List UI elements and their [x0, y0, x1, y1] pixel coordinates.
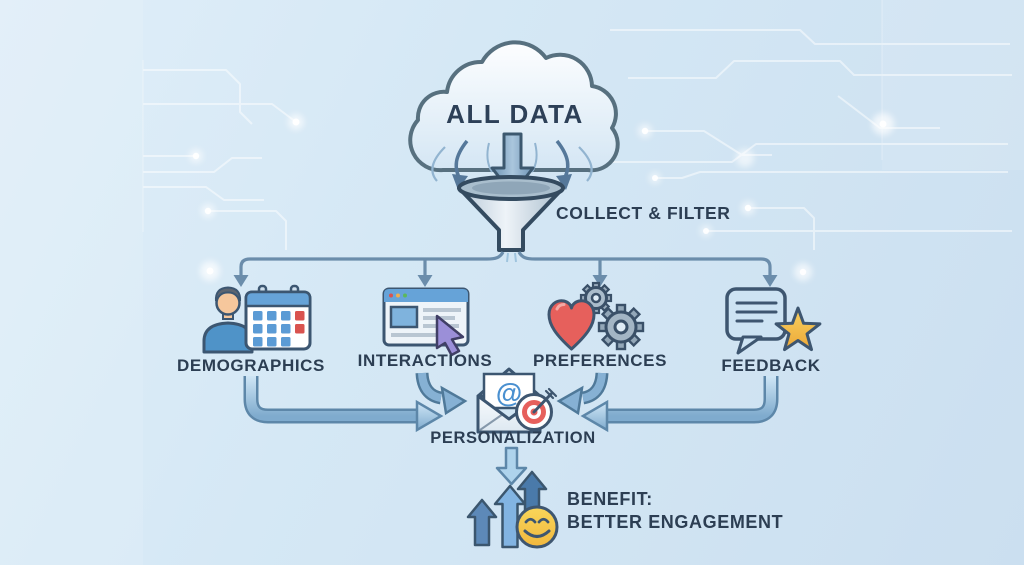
cloud-label: ALL DATA — [446, 99, 584, 129]
chat-bubble-icon — [725, 287, 787, 355]
gear-large-icon — [597, 303, 645, 351]
funnel-branch-connectors — [233, 251, 778, 287]
calendar-grid — [253, 311, 305, 347]
person-icon — [202, 286, 254, 354]
benefit-label-line2: BETTER ENGAGEMENT — [567, 512, 784, 532]
preferences-to-personalization-arrow — [556, 372, 609, 416]
smiley-icon — [515, 505, 559, 549]
target-icon — [515, 387, 558, 431]
all-data-cloud-icon — [408, 40, 620, 173]
category-label-demographics: DEMOGRAPHICS — [177, 356, 325, 375]
personalization-label: PERSONALIZATION — [430, 429, 596, 447]
glow-dots — [189, 113, 894, 281]
benefit-label: BENEFIT: BETTER ENGAGEMENT — [567, 488, 783, 534]
category-label-preferences: PREFERENCES — [532, 351, 668, 370]
interactions-to-personalization-arrow — [415, 372, 468, 416]
feedback-to-personalization-arrow — [580, 376, 779, 433]
background-band-left — [0, 0, 143, 565]
category-label-interactions: INTERACTIONS — [357, 351, 493, 370]
personalization-to-benefit-arrow — [495, 446, 528, 486]
category-label-feedback: FEEDBACK — [721, 356, 821, 375]
star-icon — [774, 306, 822, 352]
funnel-icon — [457, 175, 565, 263]
demographics-to-personalization-arrow — [243, 376, 444, 433]
calendar-icon — [244, 284, 312, 351]
cursor-icon — [435, 314, 465, 357]
funnel-label: COLLECT & FILTER — [556, 203, 731, 223]
benefit-label-line1: BENEFIT: — [567, 489, 653, 509]
heart-icon — [547, 299, 596, 351]
background-band-right — [882, 0, 1024, 170]
